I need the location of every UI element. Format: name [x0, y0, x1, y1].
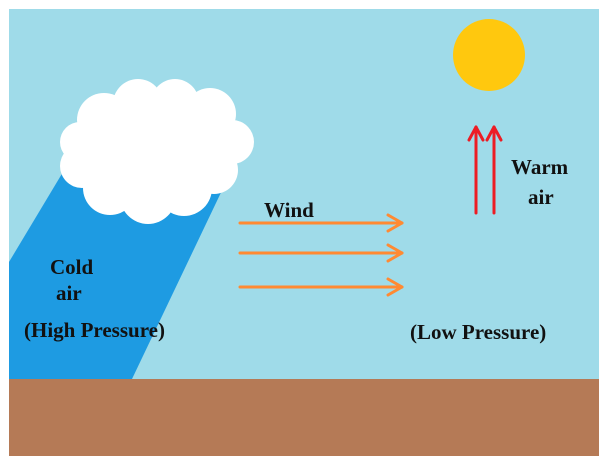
cloud-icon	[60, 79, 254, 224]
cold-air-beam	[9, 167, 226, 379]
right-arrow-icon	[238, 213, 404, 233]
low-pressure-label: (Low Pressure)	[410, 320, 546, 344]
wind-label: Wind	[264, 198, 314, 222]
right-arrow-icon	[238, 243, 404, 263]
cold-air-label-line2: air	[56, 281, 82, 305]
sun-icon	[453, 19, 525, 91]
warm-air-label-line2: air	[528, 185, 554, 209]
warm-air-label-line1: Warm	[511, 155, 569, 179]
wind-arrows	[238, 213, 404, 297]
high-pressure-label: (High Pressure)	[24, 318, 165, 342]
up-arrow-icon	[485, 125, 503, 215]
warm-air-arrows	[467, 125, 503, 215]
up-arrow-icon	[467, 125, 485, 215]
ground	[9, 379, 599, 456]
right-arrow-icon	[238, 277, 404, 297]
cold-air-label-line1: Cold	[50, 255, 94, 279]
